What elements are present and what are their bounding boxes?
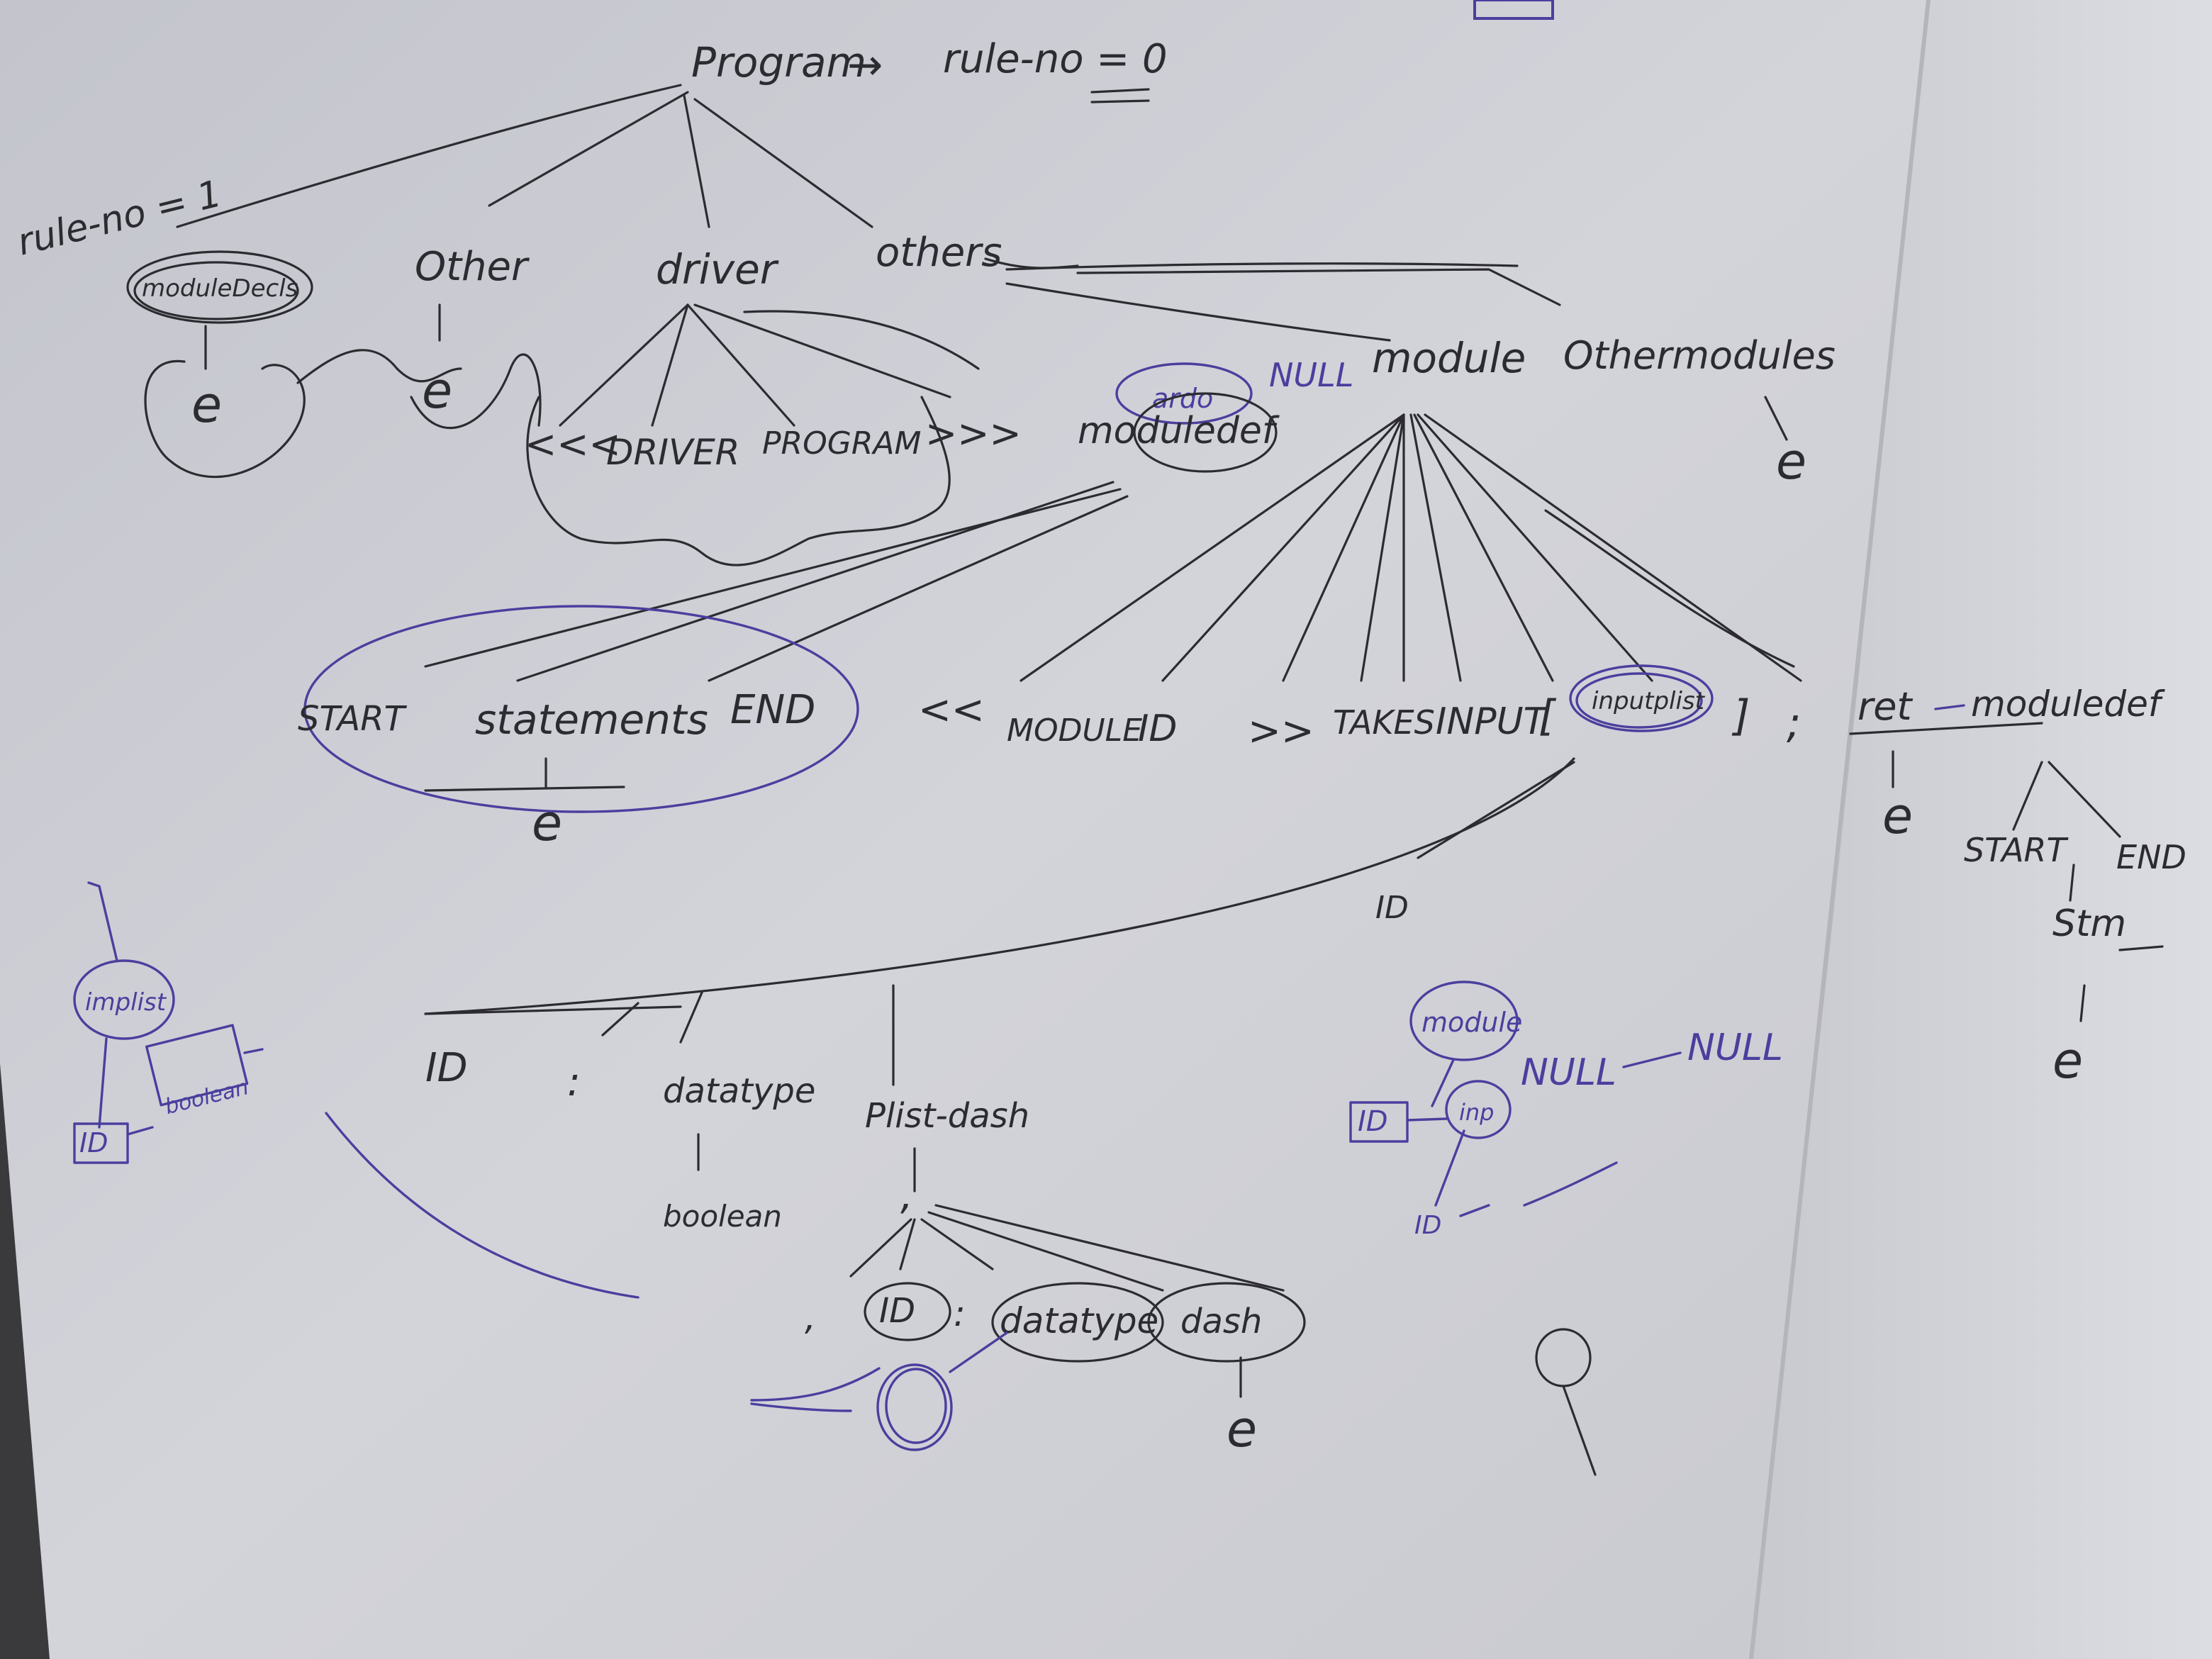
- driver-label: driver: [656, 245, 779, 294]
- other-modules-label: Othermodules: [1563, 333, 1836, 378]
- arrow-symbol: →: [847, 40, 883, 90]
- id-marker-1: ID: [1375, 890, 1409, 926]
- plist-dash-colon: :: [954, 1293, 966, 1334]
- plist-dash-label: Plist-dash: [865, 1096, 1029, 1136]
- blue-id-box-label: ID: [1358, 1105, 1388, 1138]
- boolean-label: boolean: [663, 1199, 782, 1234]
- blue-inp-label: inp: [1459, 1099, 1494, 1126]
- implist-id-box-label: ID: [79, 1127, 108, 1158]
- end-label-2: END: [2116, 838, 2186, 876]
- input-keyword: INPUT: [1436, 700, 1549, 743]
- takes-keyword: TAKES: [1333, 703, 1435, 742]
- blue-module-label: module: [1421, 1007, 1522, 1038]
- module-decls-label: moduleDecls: [142, 274, 298, 303]
- other-epsilon: e: [422, 362, 452, 420]
- plist-dash-comma-2: ,: [805, 1297, 816, 1338]
- plist-colon: :: [567, 1059, 581, 1105]
- null-label-2: NULL: [1521, 1051, 1616, 1094]
- sheet-fold-line: [1749, 0, 1931, 1659]
- end-label: END: [730, 687, 815, 733]
- start-label: START: [298, 699, 408, 739]
- start-label-2: START: [1964, 831, 2069, 869]
- module-decls-epsilon: e: [191, 376, 222, 434]
- moduledef-label-2: moduledef: [1971, 683, 2165, 725]
- ardo-label: ardo: [1152, 383, 1213, 414]
- input-plist-label: inputplist: [1592, 687, 1706, 715]
- others-label: others: [876, 230, 1002, 276]
- implist-label: implist: [85, 988, 167, 1017]
- plist-datatype-label: datatype: [663, 1071, 815, 1111]
- program-keyword: PROGRAM: [762, 425, 921, 462]
- module-label: module: [1372, 334, 1526, 382]
- left-bracket: [: [1538, 691, 1557, 741]
- stm-epsilon: e: [2052, 1032, 2083, 1090]
- rule-no-0-label: rule-no = 0: [943, 36, 1168, 82]
- semicolon: ;: [1787, 698, 1801, 748]
- ret-epsilon: e: [1882, 787, 1913, 845]
- paper-sheet-right: [1751, 0, 2212, 1659]
- right-bracket: ]: [1731, 691, 1750, 741]
- module-id-label: ID: [1138, 708, 1177, 750]
- plist-dash-epsilon: e: [1227, 1400, 1257, 1458]
- other-modules-epsilon: e: [1776, 432, 1806, 491]
- moduledef-label: moduledef: [1078, 410, 1280, 452]
- blue-id-marker: ID: [1414, 1211, 1441, 1240]
- null-label-1: NULL: [1269, 356, 1353, 394]
- plist-id-label: ID: [425, 1045, 468, 1091]
- blue-tape-corner: [1473, 0, 1554, 20]
- plist-dash-id-label: ID: [879, 1291, 915, 1331]
- plist-dash-comma: ,: [900, 1173, 913, 1219]
- driver-close-chevrons: >>>: [925, 411, 1022, 456]
- plist-dash-datatype-label: datatype: [1000, 1300, 1158, 1341]
- other-label-1: Other: [415, 244, 530, 290]
- ret-label: ret: [1858, 684, 1913, 729]
- null-label-3: NULL: [1687, 1027, 1783, 1069]
- module-keyword: MODULE: [1007, 713, 1142, 749]
- module-open-chevrons: <<: [918, 687, 985, 733]
- driver-open-chevrons: <<<: [525, 422, 621, 467]
- program-label: Program: [691, 38, 866, 86]
- driver-keyword: DRIVER: [606, 432, 740, 473]
- statements-epsilon: e: [532, 794, 562, 852]
- statements-label: statements: [475, 696, 708, 744]
- stm-label: Stm: [2052, 903, 2126, 945]
- plist-dash-dash-label: dash: [1180, 1302, 1262, 1341]
- module-close-chevrons: >>: [1248, 708, 1314, 754]
